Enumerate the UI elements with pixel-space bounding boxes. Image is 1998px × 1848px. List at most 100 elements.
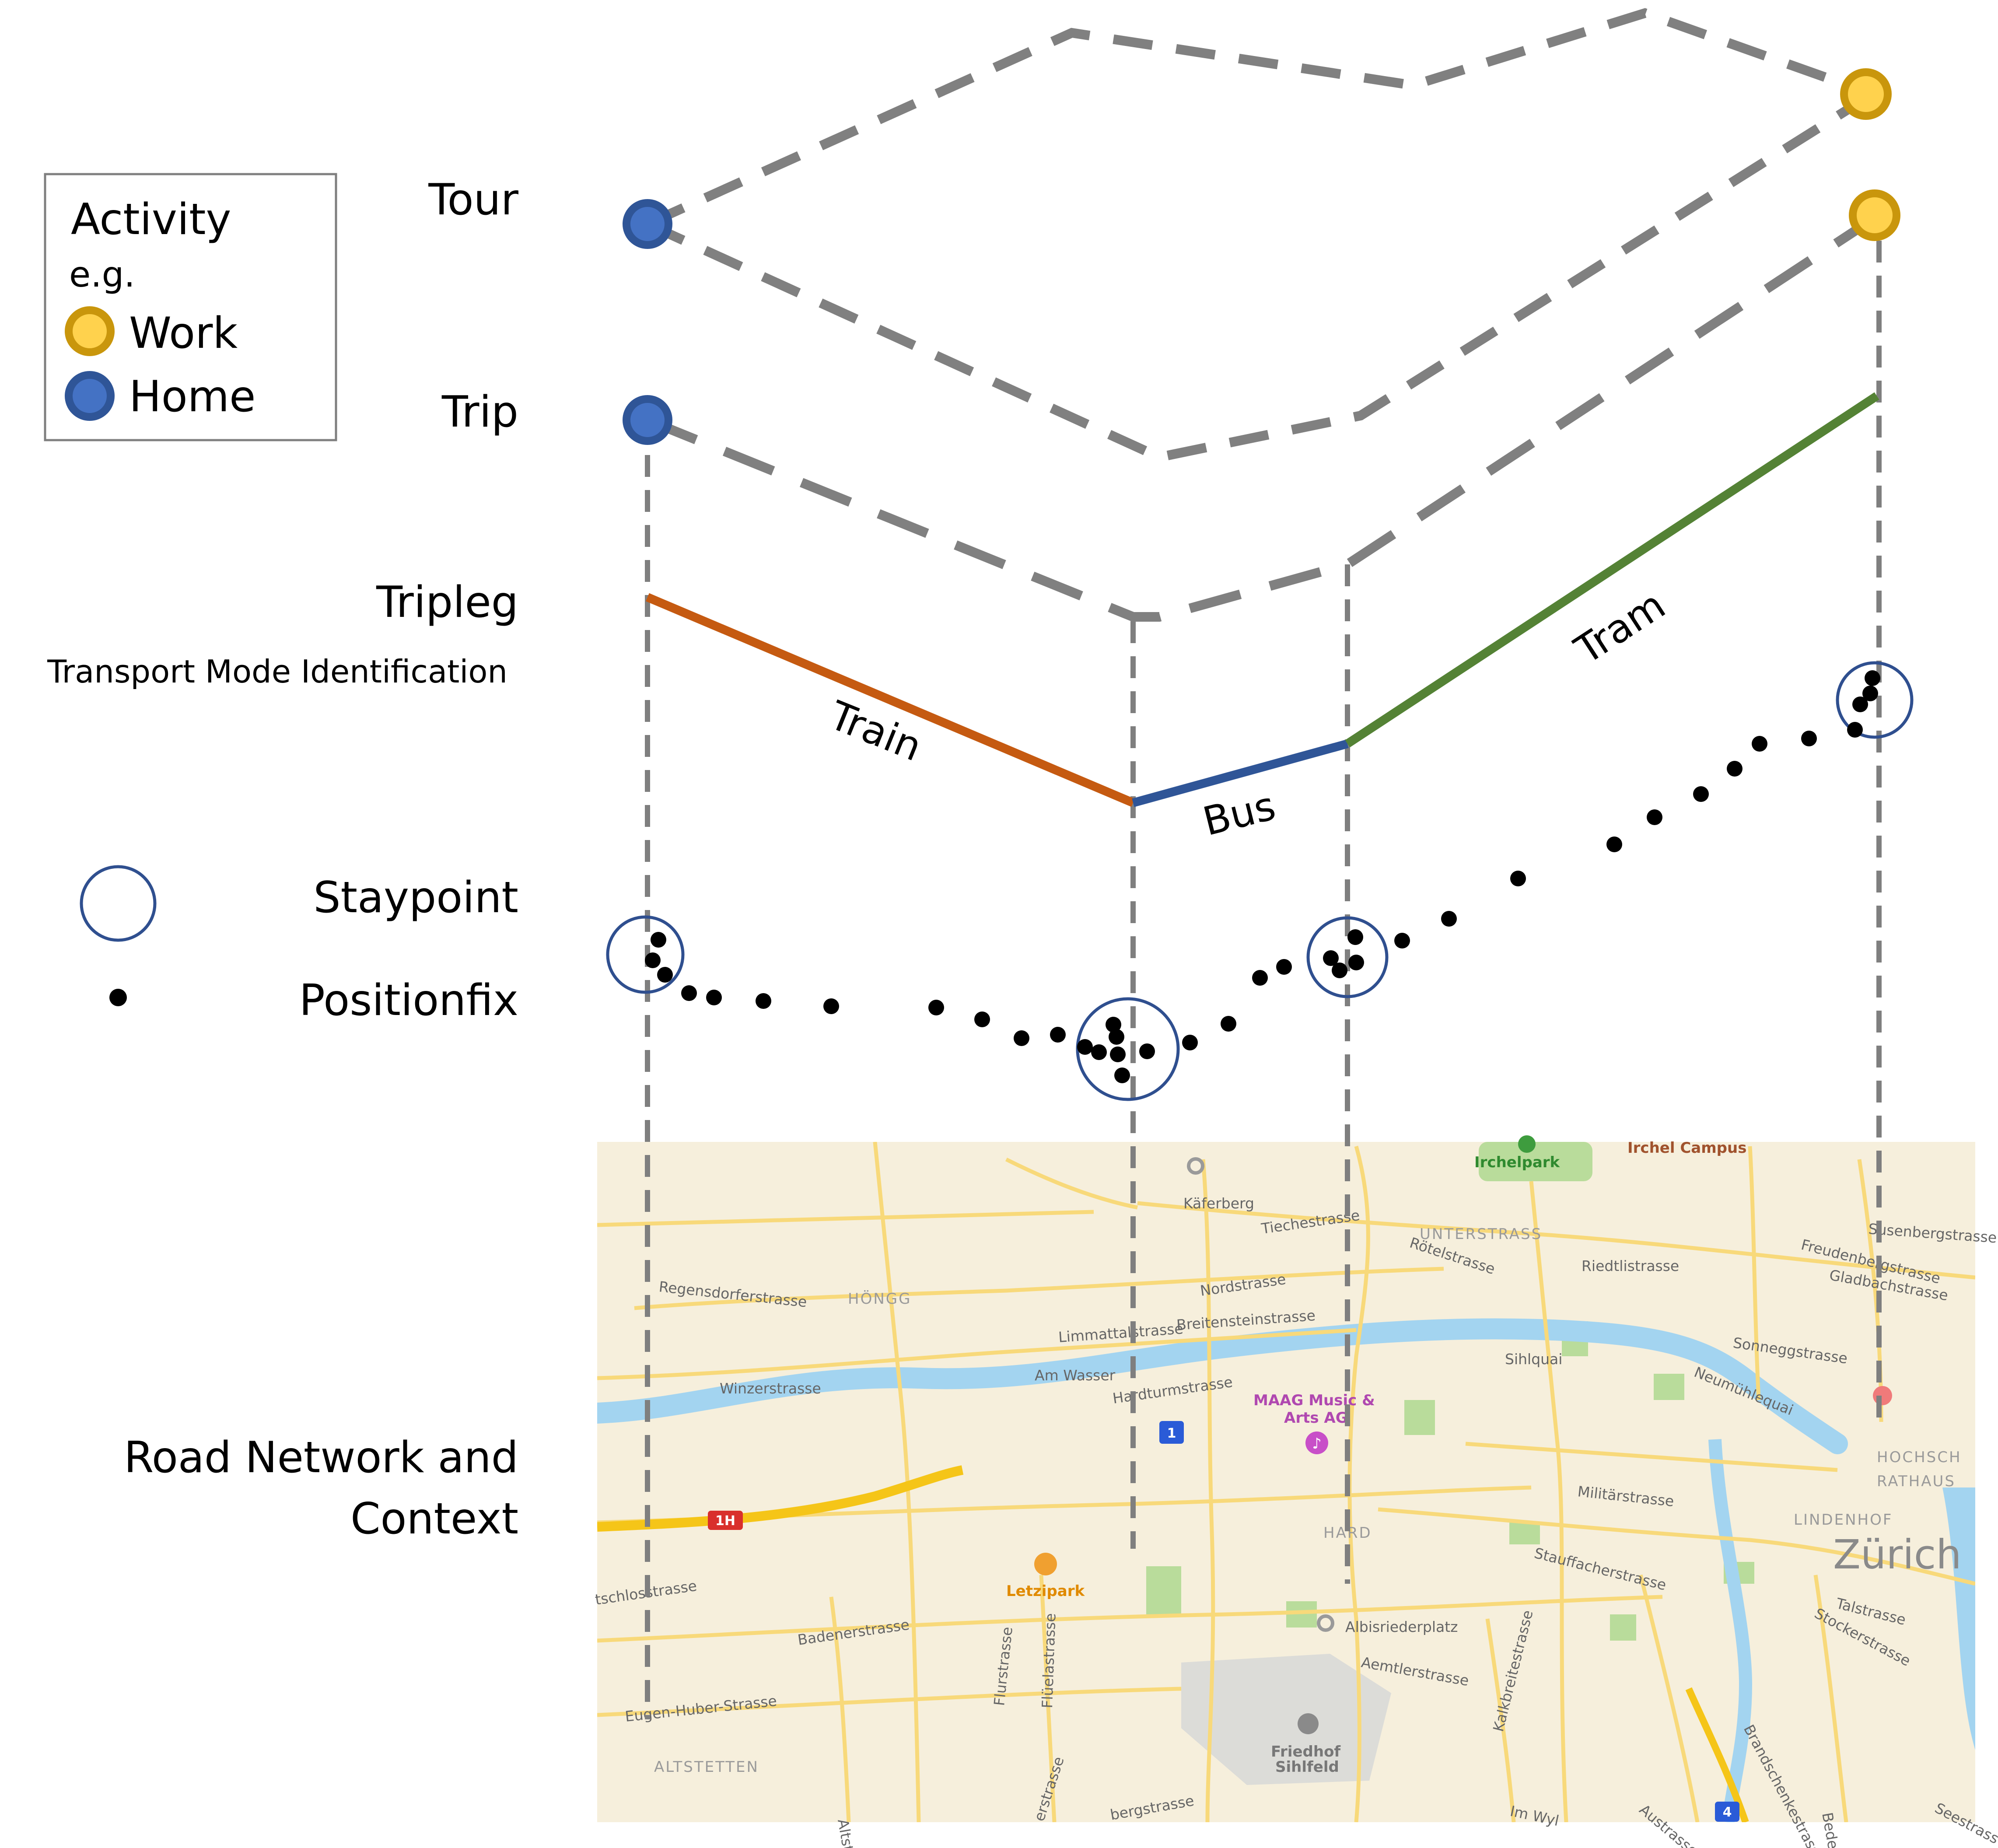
- positionfix: [681, 985, 697, 1001]
- albisriederplatz-pin-icon: [1317, 1614, 1334, 1632]
- friedhof-icon: [1298, 1713, 1319, 1734]
- positionfix: [1394, 933, 1410, 948]
- legend-home-label: Home: [129, 372, 255, 422]
- staypoint-bus-tram: [1306, 916, 1389, 998]
- positionfix: [974, 1012, 990, 1027]
- positionfix: [706, 990, 722, 1005]
- tour-home-marker: [623, 199, 672, 249]
- positionfix: [1441, 911, 1457, 927]
- positionfix: [928, 1000, 944, 1015]
- map-lake: [1942, 1488, 1975, 1750]
- trip-home-marker: [623, 395, 672, 445]
- map-label-poi: Arts AG: [1284, 1409, 1348, 1427]
- positionfix: [1865, 670, 1880, 686]
- positionfix: [1139, 1043, 1155, 1059]
- positionfix: [1114, 1068, 1130, 1083]
- map-label-street: Altstetterstrasse: [834, 1818, 872, 1848]
- svg-text:1H: 1H: [715, 1513, 735, 1529]
- positionfix: [1109, 1029, 1124, 1045]
- tripleg-bus: [1132, 739, 1349, 807]
- mode-label-tram: Tram: [1567, 582, 1673, 673]
- tripleg-paths: [646, 392, 1879, 807]
- map-label-district: RATHAUS: [1877, 1473, 1956, 1490]
- positionfix: [1050, 1027, 1066, 1043]
- map-label-street: Winzerstrasse: [720, 1380, 821, 1397]
- legend-subtitle: e.g.: [69, 254, 135, 295]
- positionfix: [1752, 736, 1767, 752]
- maag-music-icon: [1305, 1432, 1328, 1454]
- positionfix: [1847, 722, 1863, 738]
- positionfix: [1606, 836, 1622, 852]
- map-label-district: UNTERSTRASS: [1420, 1225, 1542, 1243]
- activity-legend: Activity e.g. Work Home: [44, 173, 337, 441]
- level-label-road-line1: Road Network and: [124, 1433, 518, 1483]
- level-label-staypoint: Staypoint: [313, 873, 518, 923]
- positionfix: [756, 993, 771, 1009]
- map-label-district: HOCHSCH: [1877, 1449, 1962, 1466]
- map-label-shop: Letzipark: [1006, 1582, 1085, 1600]
- positionfix: [1110, 1046, 1126, 1062]
- legend-title: Activity: [71, 195, 231, 245]
- map-label-poi: Sihlfeld: [1275, 1758, 1339, 1776]
- map-label-street: Sihlquai: [1505, 1351, 1562, 1368]
- tripleg-train: [646, 593, 1135, 807]
- positionfix: [1276, 959, 1292, 975]
- maag-music-note-icon: ♪: [1312, 1435, 1322, 1452]
- map-highway: [597, 1465, 964, 1532]
- positionfix: [823, 998, 839, 1014]
- positionfix: [645, 952, 661, 968]
- legend-work-label: Work: [129, 308, 238, 358]
- positionfix: [1323, 950, 1339, 966]
- level-labels: Tour Trip Tripleg Transport Mode Identif…: [47, 175, 519, 1544]
- positionfix: [1862, 686, 1878, 701]
- positionfix: [1510, 871, 1526, 886]
- level-label-positionfix: Positionfix: [299, 976, 518, 1026]
- legend-work-icon: [65, 306, 115, 356]
- staypoints: [606, 661, 1914, 1101]
- positionfix: [1091, 1044, 1107, 1060]
- map-label-street: Flüelastrasse: [1039, 1613, 1059, 1709]
- map-label-poi: Friedhof: [1271, 1743, 1341, 1760]
- map-label-poi: MAAG Music &: [1253, 1392, 1375, 1409]
- positionfix: [1106, 1017, 1121, 1032]
- map-label-street: Riedtlistrasse: [1582, 1257, 1679, 1274]
- tour-upper-path: [645, 8, 1874, 229]
- letzipark-shop-icon: [1034, 1553, 1057, 1575]
- vertical-connector-lines: [645, 241, 1882, 1719]
- map-river-limmat: [597, 1318, 1848, 1454]
- staypoint-legend-icon: [80, 865, 157, 942]
- legend-home-icon: [65, 371, 115, 421]
- level-label-tripleg: Tripleg: [376, 578, 518, 627]
- highway-badge-1h: 1H: [708, 1511, 743, 1530]
- map-label-street: Am Wasser: [1035, 1367, 1116, 1384]
- level-label-road-line2: Context: [350, 1494, 518, 1544]
- activity-markers: [623, 68, 1900, 445]
- map-label-place: Albisriederplatz: [1345, 1618, 1458, 1635]
- trip-work-marker: [1849, 189, 1900, 241]
- positionfix: [1014, 1030, 1029, 1046]
- map-label-district: HÖNGG: [848, 1290, 911, 1308]
- positionfix: [1347, 929, 1363, 945]
- positionfix: [1693, 786, 1709, 802]
- tripleg-tram: [1345, 392, 1879, 748]
- trip-paths: [645, 212, 1880, 622]
- trip-path: [645, 212, 1880, 622]
- positionfix: [657, 967, 673, 983]
- map-label-campus: Irchel Campus: [1627, 1139, 1746, 1157]
- svg-text:1: 1: [1167, 1426, 1176, 1441]
- positionfix: [1647, 809, 1662, 825]
- kaferberg-pin-icon: [1187, 1157, 1204, 1175]
- positionfix: [1348, 955, 1364, 970]
- tour-paths: [645, 8, 1875, 462]
- level-label-tour: Tour: [428, 175, 518, 225]
- positionfix: [1332, 962, 1347, 978]
- staypoint-work: [1836, 661, 1914, 739]
- map-label-park: Irchelpark: [1474, 1154, 1561, 1171]
- positionfix: [1182, 1035, 1198, 1050]
- hospital-icon: [1873, 1386, 1892, 1405]
- positionfix: [1727, 761, 1743, 777]
- map-label-district: ALTSTETTEN: [654, 1758, 759, 1776]
- positionfix: [651, 932, 666, 948]
- irchelpark-pin-icon: [1518, 1135, 1536, 1153]
